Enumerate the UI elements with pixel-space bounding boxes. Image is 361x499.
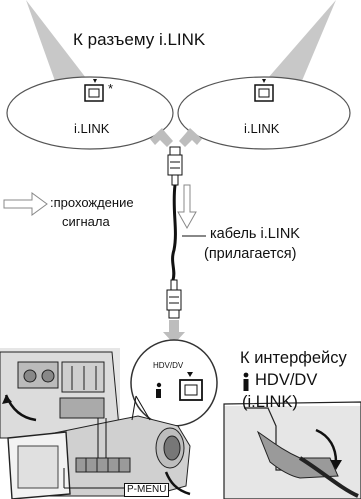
- ilink-port-icon: [84, 79, 104, 102]
- left-port-oval: [6, 76, 174, 150]
- signal-legend-line2: сигнала: [62, 214, 110, 229]
- camera-port-small-label: HDV/DV: [153, 361, 184, 370]
- interface-label-line2: HDV/DV: [255, 371, 318, 389]
- signal-legend-line1: :прохождение: [50, 195, 134, 210]
- ilink-cable: [171, 184, 177, 281]
- camera-port-callout: [130, 339, 218, 427]
- p-menu-button-tag: P-MENU: [124, 483, 170, 497]
- cable-plug-bottom: [166, 279, 182, 319]
- ilink-symbol-icon: [156, 382, 162, 398]
- signal-arrow-right: [179, 128, 202, 147]
- left-pointer-arrow: [26, 0, 86, 95]
- ilink-port-icon: [179, 379, 203, 401]
- signal-arrow-left: [150, 128, 173, 147]
- header-label: К разъему i.LINK: [73, 30, 206, 49]
- ilink-symbol-icon: [243, 372, 249, 391]
- footnote-mark: *: [108, 81, 114, 96]
- right-port-oval: [177, 76, 351, 150]
- ilink-port-icon: [254, 79, 274, 102]
- camcorder-illustration: [0, 348, 191, 499]
- cable-label-line1: кабель i.LINK: [210, 226, 300, 242]
- cable-plug-top: [167, 146, 183, 186]
- left-port-label: i.LINK: [74, 121, 110, 136]
- signal-arrow-down: [163, 320, 185, 344]
- right-port-label: i.LINK: [244, 121, 280, 136]
- cable-label-line2: (прилагается): [204, 246, 297, 262]
- hollow-arrow-icon: [3, 192, 48, 216]
- interface-label-line1: К интерфейсу: [240, 349, 347, 367]
- interface-label-line3: (i.LINK): [242, 393, 298, 411]
- hollow-arrow-icon: [177, 184, 197, 230]
- cable-insertion-inset: [223, 401, 361, 499]
- right-pointer-arrow: [268, 0, 336, 95]
